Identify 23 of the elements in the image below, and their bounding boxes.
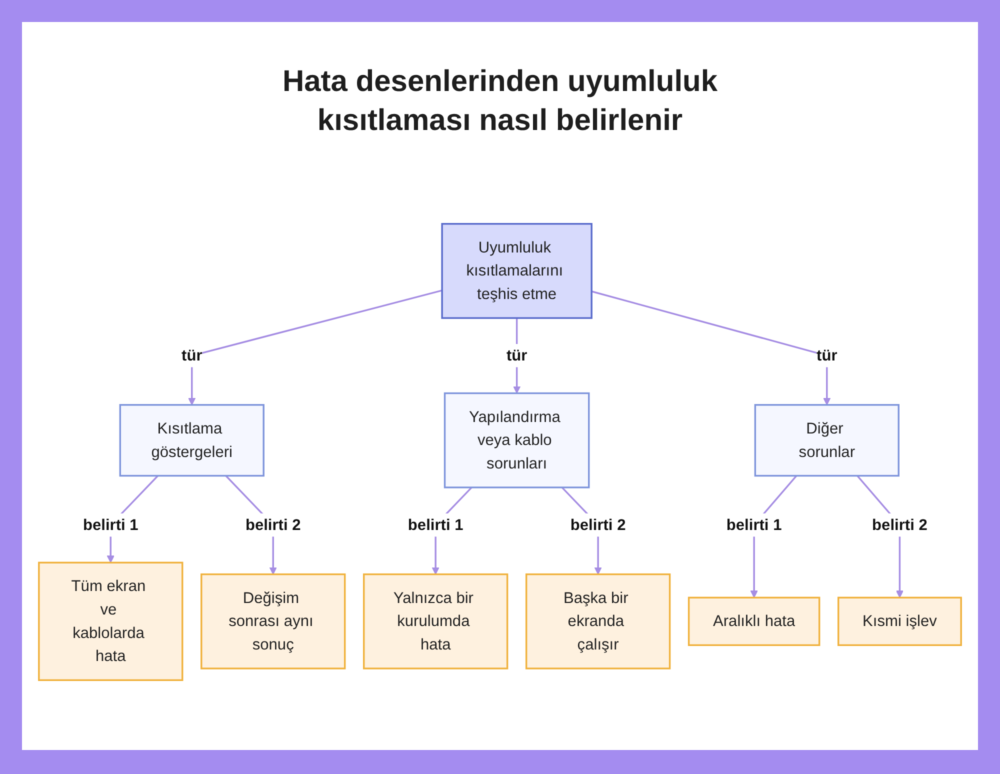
node-box: Kısmi işlev	[838, 596, 962, 646]
node-box: Uyumluluk kısıtlamalarını teşhis etme	[441, 222, 592, 319]
edge-label: belirti 1	[726, 516, 782, 534]
node-box: Diğer sorunlar	[754, 404, 900, 477]
arrow	[513, 318, 521, 394]
edge-label: tür	[506, 346, 528, 364]
edge-label: belirti 2	[570, 516, 626, 534]
arrow	[188, 290, 442, 406]
node-box: Yapılandırma veya kablo sorunları	[444, 392, 590, 488]
node-box: Başka bir ekranda çalışır	[525, 573, 671, 670]
node-box: Tüm ekran ve kablolarda hata	[38, 562, 184, 682]
arrow	[591, 290, 831, 406]
edge-label: belirti 1	[82, 516, 138, 534]
edge-label: tür	[182, 346, 202, 364]
edge-label: belirti 2	[872, 516, 928, 534]
edge-label: belirti 1	[408, 516, 464, 534]
diagram-title: Hata desenlerinden uyumluluk kısıtlaması nasıl belirlenir	[281, 64, 719, 139]
edge-label: tür	[816, 346, 838, 364]
node-box: Aralıklı hata	[688, 596, 820, 646]
node-box: Kısıtlama göstergeleri	[119, 404, 264, 477]
node-box: Değişim sonrası aynı sonuç	[200, 573, 346, 670]
node-box: Yalnızca bir kurulumda hata	[363, 573, 508, 670]
edge-label: belirti 2	[245, 516, 301, 534]
